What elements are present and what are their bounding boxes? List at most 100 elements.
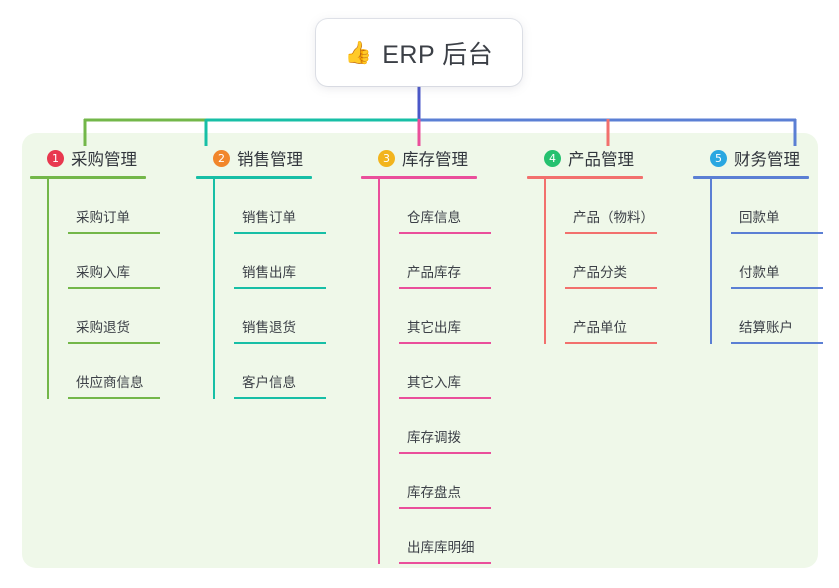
branch-item-rule bbox=[731, 287, 823, 289]
branch-item-rule bbox=[399, 232, 491, 234]
branch-header-rule bbox=[693, 176, 809, 179]
branch-item[interactable]: 库存盘点 bbox=[399, 454, 491, 509]
root-node-title: ERP 后台 bbox=[382, 40, 494, 69]
branch-item-rule bbox=[731, 232, 823, 234]
branch-header-2[interactable]: 2 销售管理 bbox=[196, 145, 312, 171]
branch-item-rule bbox=[565, 232, 657, 234]
branch-item-label: 产品（物料） bbox=[573, 210, 654, 225]
branch-item-label: 产品库存 bbox=[407, 265, 461, 280]
branch-item[interactable]: 产品分类 bbox=[565, 234, 657, 289]
thumbs-up-icon: 👍 bbox=[344, 39, 373, 65]
branch-item-rule bbox=[234, 287, 326, 289]
branch-header-5[interactable]: 5 财务管理 bbox=[693, 145, 809, 171]
branch-item-label: 销售订单 bbox=[242, 210, 296, 225]
branch-item-rule bbox=[399, 287, 491, 289]
branch-title: 产品管理 bbox=[568, 151, 634, 169]
branch-column-1: 1 采购管理采购订单采购入库采购退货供应商信息 bbox=[30, 145, 160, 399]
branch-background-panel bbox=[22, 133, 818, 568]
branch-item[interactable]: 销售订单 bbox=[234, 179, 326, 234]
branch-item-rule bbox=[565, 287, 657, 289]
branch-item-rule bbox=[68, 397, 160, 399]
branch-item[interactable]: 其它出库 bbox=[399, 289, 491, 344]
branch-spine bbox=[710, 179, 712, 344]
branch-item-rule bbox=[68, 342, 160, 344]
branch-item[interactable]: 采购订单 bbox=[68, 179, 160, 234]
branch-item-label: 采购订单 bbox=[76, 210, 130, 225]
branch-number-badge: 2 bbox=[213, 149, 230, 167]
branch-header-rule bbox=[361, 176, 477, 179]
branch-item-rule bbox=[234, 397, 326, 399]
branch-spine bbox=[378, 179, 380, 564]
root-node[interactable]: 👍 ERP 后台 bbox=[316, 19, 522, 86]
branch-item[interactable]: 付款单 bbox=[731, 234, 823, 289]
branch-item[interactable]: 供应商信息 bbox=[68, 344, 160, 399]
branch-number-badge: 5 bbox=[710, 149, 727, 167]
branch-items: 采购订单采购入库采购退货供应商信息 bbox=[47, 179, 160, 399]
branch-item-rule bbox=[399, 397, 491, 399]
branch-item-label: 采购入库 bbox=[76, 265, 130, 280]
branch-column-2: 2 销售管理销售订单销售出库销售退货客户信息 bbox=[196, 145, 326, 399]
branch-header-rule bbox=[196, 176, 312, 179]
branch-item[interactable]: 客户信息 bbox=[234, 344, 326, 399]
branch-header-4[interactable]: 4 产品管理 bbox=[527, 145, 643, 171]
branch-item-label: 库存调拨 bbox=[407, 430, 461, 445]
branch-item-label: 销售出库 bbox=[242, 265, 296, 280]
branch-item-label: 客户信息 bbox=[242, 375, 296, 390]
branch-item[interactable]: 销售出库 bbox=[234, 234, 326, 289]
branch-title: 采购管理 bbox=[71, 151, 137, 169]
branch-spine bbox=[47, 179, 49, 399]
branch-title: 销售管理 bbox=[237, 151, 303, 169]
branch-item-label: 供应商信息 bbox=[76, 375, 144, 390]
branch-items: 回款单付款单结算账户 bbox=[710, 179, 823, 344]
branch-item-rule bbox=[234, 342, 326, 344]
branch-item-rule bbox=[399, 562, 491, 564]
branch-title: 财务管理 bbox=[734, 151, 800, 169]
branch-column-5: 5 财务管理回款单付款单结算账户 bbox=[693, 145, 823, 344]
branch-item[interactable]: 产品库存 bbox=[399, 234, 491, 289]
branch-number-badge: 4 bbox=[544, 149, 561, 167]
branch-item-label: 回款单 bbox=[739, 210, 780, 225]
branch-column-4: 4 产品管理产品（物料） 产品分类产品单位 bbox=[527, 145, 657, 344]
branch-item-label: 产品分类 bbox=[573, 265, 627, 280]
branch-item-label: 其它出库 bbox=[407, 320, 461, 335]
branch-item[interactable]: 销售退货 bbox=[234, 289, 326, 344]
branch-item[interactable]: 产品（物料） bbox=[565, 179, 657, 234]
branch-item[interactable]: 库存调拨 bbox=[399, 399, 491, 454]
branch-spine bbox=[213, 179, 215, 399]
branch-item[interactable]: 出库库明细 bbox=[399, 509, 491, 564]
branch-item[interactable]: 采购退货 bbox=[68, 289, 160, 344]
branch-items: 销售订单销售出库销售退货客户信息 bbox=[213, 179, 326, 399]
branch-item-rule bbox=[399, 452, 491, 454]
branch-item[interactable]: 回款单 bbox=[731, 179, 823, 234]
branch-item-label: 仓库信息 bbox=[407, 210, 461, 225]
branch-item-rule bbox=[731, 342, 823, 344]
branch-item-label: 出库库明细 bbox=[407, 540, 475, 555]
branch-item[interactable]: 仓库信息 bbox=[399, 179, 491, 234]
branch-item-rule bbox=[399, 342, 491, 344]
branch-item[interactable]: 其它入库 bbox=[399, 344, 491, 399]
branch-header-rule bbox=[527, 176, 643, 179]
branch-title: 库存管理 bbox=[402, 151, 468, 169]
branch-spine bbox=[544, 179, 546, 344]
branch-item[interactable]: 产品单位 bbox=[565, 289, 657, 344]
branch-item-rule bbox=[565, 342, 657, 344]
branch-header-rule bbox=[30, 176, 146, 179]
branch-item[interactable]: 结算账户 bbox=[731, 289, 823, 344]
branch-item-label: 其它入库 bbox=[407, 375, 461, 390]
branch-item-label: 产品单位 bbox=[573, 320, 627, 335]
branch-item-label: 采购退货 bbox=[76, 320, 130, 335]
branch-item-rule bbox=[399, 507, 491, 509]
branch-item-label: 库存盘点 bbox=[407, 485, 461, 500]
branch-item-rule bbox=[234, 232, 326, 234]
branch-item-rule bbox=[68, 287, 160, 289]
branch-item-label: 付款单 bbox=[739, 265, 780, 280]
branch-item-label: 销售退货 bbox=[242, 320, 296, 335]
branch-item[interactable]: 采购入库 bbox=[68, 234, 160, 289]
branch-item-rule bbox=[68, 232, 160, 234]
branch-items: 仓库信息产品库存其它出库其它入库库存调拨库存盘点出库库明细 bbox=[378, 179, 491, 564]
branch-header-1[interactable]: 1 采购管理 bbox=[30, 145, 146, 171]
branch-number-badge: 1 bbox=[47, 149, 64, 167]
